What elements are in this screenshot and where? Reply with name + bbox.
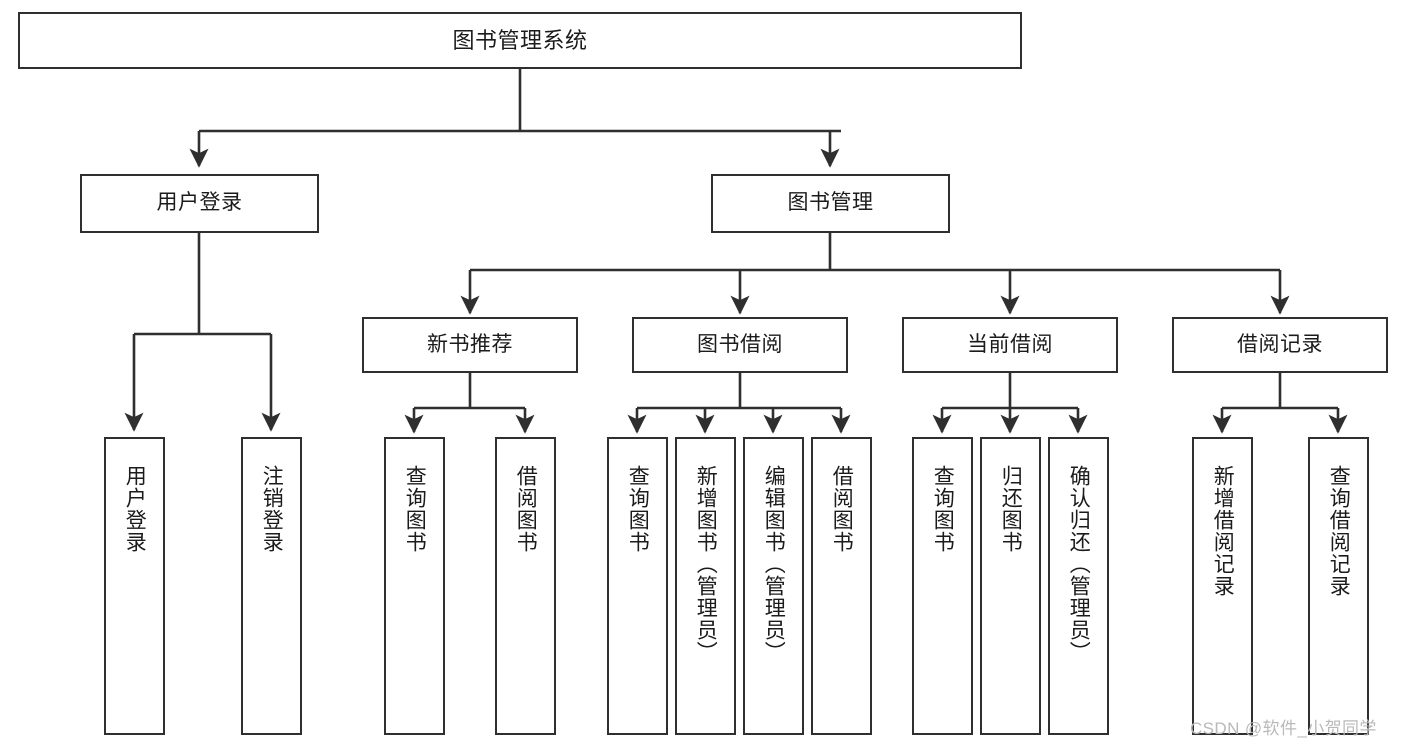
leaf-recommend-query-book[interactable]: 查询图书 — [384, 437, 445, 735]
leaf-borrow-edit-book-admin[interactable]: 编辑图书（管理员） — [743, 437, 804, 735]
leaf-user-login-signout[interactable]: 注销登录 — [241, 437, 302, 735]
node-label: 图书管理系统 — [452, 27, 588, 53]
node-book-management[interactable]: 图书管理 — [711, 174, 950, 233]
node-label: 归还图书 — [999, 465, 1023, 553]
leaf-record-add-record[interactable]: 新增借阅记录 — [1192, 437, 1253, 735]
leaf-record-query-record[interactable]: 查询借阅记录 — [1308, 437, 1369, 735]
node-label: 用户登录 — [156, 191, 243, 215]
node-root-system[interactable]: 图书管理系统 — [18, 12, 1022, 69]
node-new-book-recommend[interactable]: 新书推荐 — [362, 317, 578, 373]
leaf-borrow-add-book-admin[interactable]: 新增图书（管理员） — [675, 437, 736, 735]
node-label: 编辑图书（管理员） — [762, 465, 786, 663]
leaf-current-confirm-return-admin[interactable]: 确认归还（管理员） — [1048, 437, 1109, 735]
node-label: 新书推荐 — [427, 332, 513, 356]
node-label: 图书借阅 — [697, 332, 783, 356]
node-label: 图书管理 — [787, 191, 874, 215]
node-label: 查询图书 — [626, 465, 650, 553]
node-user-login[interactable]: 用户登录 — [80, 174, 319, 233]
node-label: 查询借阅记录 — [1327, 465, 1351, 597]
leaf-current-query-book[interactable]: 查询图书 — [912, 437, 973, 735]
node-label: 查询图书 — [403, 465, 427, 553]
node-borrow-record[interactable]: 借阅记录 — [1172, 317, 1388, 373]
node-label: 查询图书 — [931, 465, 955, 553]
leaf-user-login-signin[interactable]: 用户登录 — [104, 437, 165, 735]
leaf-recommend-borrow-book[interactable]: 借阅图书 — [495, 437, 556, 735]
leaf-borrow-borrow-book[interactable]: 借阅图书 — [811, 437, 872, 735]
node-label: 借阅记录 — [1237, 332, 1323, 356]
node-book-borrow[interactable]: 图书借阅 — [632, 317, 848, 373]
leaf-current-return-book[interactable]: 归还图书 — [980, 437, 1041, 735]
node-current-borrow[interactable]: 当前借阅 — [902, 317, 1118, 373]
node-label: 借阅图书 — [514, 465, 538, 553]
node-label: 用户登录 — [123, 465, 147, 553]
node-label: 当前借阅 — [967, 332, 1053, 356]
node-label: 新增借阅记录 — [1211, 465, 1235, 597]
node-label: 借阅图书 — [830, 465, 854, 553]
node-label: 注销登录 — [260, 465, 284, 553]
node-label: 新增图书（管理员） — [694, 465, 718, 663]
node-label: 确认归还（管理员） — [1067, 465, 1091, 663]
leaf-borrow-query-book[interactable]: 查询图书 — [607, 437, 668, 735]
